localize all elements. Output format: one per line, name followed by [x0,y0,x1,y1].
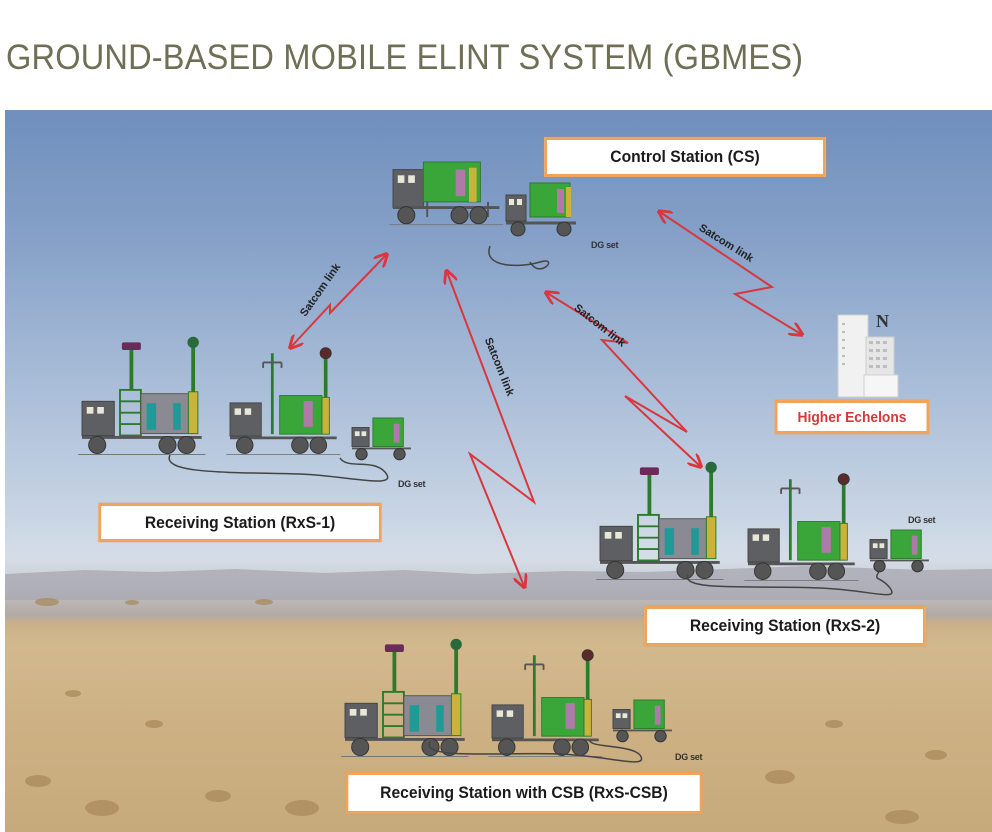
dg-set-label: DG set [591,240,619,250]
dg-set-label: DG set [398,479,426,489]
rxs1-vehicles [76,334,412,482]
scrub-bush [765,770,795,784]
scrub-bush [255,599,273,605]
power-cable [488,245,550,270]
higher-echelons-label: Higher Echelons [774,400,930,434]
scrub-bush [125,600,139,605]
scrub-bush [35,598,59,606]
satcom-link-cs-higher [660,212,801,334]
satcom-link-cs-rxs2 [547,293,700,466]
scrub-bush [925,750,947,760]
control-station-vehicles [387,160,576,270]
control-station-label: Control Station (CS) [544,137,826,177]
rxs1-label: Receiving Station (RxS-1) [98,503,382,542]
page-title: GROUND-BASED MOBILE ELINT SYSTEM (GBMES) [6,38,804,77]
scrub-bush [885,810,919,824]
rxs2-label: Receiving Station (RxS-2) [644,606,926,646]
dg-set-label: DG set [908,515,936,525]
scrub-bush [205,790,231,802]
rxs-csb-label: Receiving Station with CSB (RxS-CSB) [345,772,703,814]
rxs-csb-vehicles [339,636,673,763]
satcom-link-cs-rxs-csb [447,272,537,586]
control-truck [387,160,505,227]
dg-set-label: DG set [675,752,703,762]
scrub-bush [25,775,51,787]
satcom-links [291,212,801,586]
scrub-bush [65,690,81,697]
scrub-bush [145,720,163,728]
rxs2-vehicles [594,459,930,596]
control-dg-trailer [505,182,576,237]
scrub-bush [285,800,319,816]
scrub-bush [85,800,119,816]
building-icon: N [837,311,899,398]
svg-text:N: N [876,311,889,331]
satcom-link-cs-rxs1 [291,255,386,347]
scrub-bush [825,720,843,728]
